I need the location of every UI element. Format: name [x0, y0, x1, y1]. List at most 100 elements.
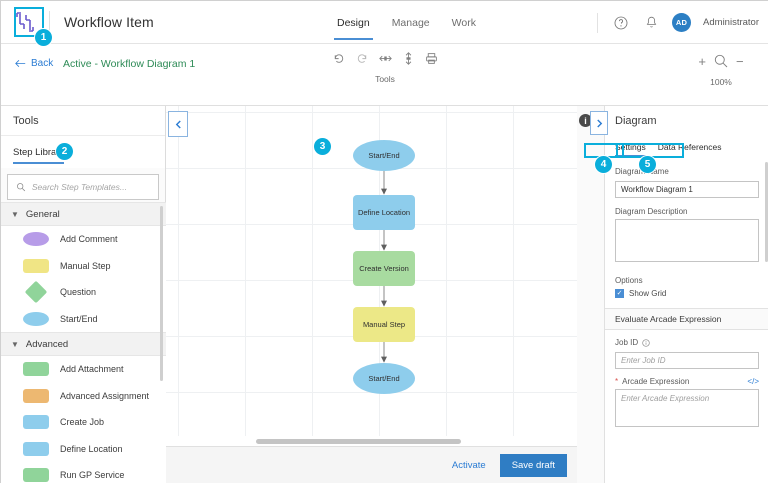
node-define-location[interactable]: Define Location [353, 195, 415, 230]
callout-3: 3 [314, 138, 331, 155]
shape-rect-blue [23, 415, 49, 430]
tab-settings[interactable]: Settings [615, 142, 646, 157]
job-id-input[interactable] [615, 352, 759, 369]
sidebar-title: Tools [1, 106, 165, 136]
step-label: Run GP Service [60, 470, 125, 481]
main-nav-tabs: Design Manage Work [334, 1, 476, 44]
tool-icon-row [333, 52, 438, 65]
app-logo[interactable] [1, 1, 49, 44]
user-name-label: Administrator [703, 17, 759, 28]
activate-button[interactable]: Activate [451, 460, 486, 471]
arcade-expression-input[interactable] [615, 389, 759, 427]
job-id-label: Job ID [615, 338, 639, 347]
group-general[interactable]: ▼ General [1, 202, 166, 226]
page-title: Workflow Item [64, 14, 154, 30]
step-item-add-comment[interactable]: Add Comment [1, 226, 166, 253]
step-label: Start/End [60, 313, 98, 324]
chevron-down-icon: ▼ [11, 339, 19, 349]
step-item-start-end[interactable]: Start/End [1, 305, 166, 332]
diagram-description-label: Diagram Description [615, 207, 688, 216]
avatar[interactable]: AD [672, 13, 692, 32]
shape-rect-blue [23, 441, 49, 456]
step-item-add-attachment[interactable]: Add Attachment [1, 356, 166, 383]
workflow-flowchart[interactable] [166, 106, 577, 436]
undo-icon[interactable] [333, 52, 345, 65]
diagram-canvas[interactable]: Start/End Define Location Create Version… [166, 106, 577, 483]
required-asterisk: * [615, 377, 619, 386]
expand-right-panel-button[interactable] [590, 111, 608, 135]
chevron-left-icon [175, 120, 181, 128]
tab-manage[interactable]: Manage [391, 16, 430, 29]
step-library-list[interactable]: ▼ General Add Comment Manual Step Questi… [1, 202, 166, 483]
zoom-out-button[interactable]: − [736, 53, 744, 69]
zoom-row: + − [685, 53, 757, 69]
show-grid-row[interactable]: ✓ Show Grid [615, 289, 768, 298]
redo-icon[interactable] [356, 52, 368, 65]
search-step-templates[interactable] [7, 174, 159, 200]
info-icon[interactable]: i [579, 114, 592, 127]
print-icon[interactable] [425, 52, 438, 65]
magnifier-icon[interactable] [713, 53, 729, 69]
step-label: Define Location [60, 443, 123, 454]
right-panel-scrollbar[interactable] [765, 162, 768, 262]
step-item-define-location[interactable]: Define Location [1, 435, 166, 462]
code-icon[interactable]: </> [747, 377, 759, 386]
align-horizontal-icon[interactable] [378, 52, 392, 65]
arcade-expression-label: Arcade Expression [622, 377, 690, 386]
search-icon [17, 183, 26, 192]
zoom-controls: + − 100% [685, 53, 757, 88]
callout-1: 1 [35, 29, 52, 46]
group-advanced[interactable]: ▼ Advanced [1, 332, 166, 356]
step-label: Question [60, 287, 97, 298]
callout-2: 2 [56, 143, 73, 160]
tab-data-references[interactable]: Data References [657, 142, 722, 152]
canvas-hscroll-thumb[interactable] [256, 439, 461, 444]
collapse-left-panel-button[interactable] [168, 111, 188, 137]
node-create-version[interactable]: Create Version [353, 251, 415, 286]
sidebar-tabs: Step Library [1, 136, 165, 168]
search-input[interactable] [31, 182, 150, 192]
document-toolbar: Back Active - Workflow Diagram 1 [1, 44, 768, 106]
step-item-manual-step[interactable]: Manual Step [1, 252, 166, 279]
header-actions: AD Administrator [597, 1, 759, 44]
app-header: Workflow Item Design Manage Work AD Admi… [1, 1, 768, 44]
step-label: Advanced Assignment [60, 390, 150, 401]
node-start-end-bottom[interactable]: Start/End [353, 363, 415, 394]
step-label: Create Job [60, 417, 105, 428]
save-draft-button[interactable]: Save draft [499, 454, 567, 477]
diagram-description-input[interactable] [615, 219, 759, 262]
job-id-label-row: Job ID [615, 338, 768, 347]
show-grid-label: Show Grid [629, 289, 667, 298]
arcade-expression-label-row: * Arcade Expression </> [615, 377, 768, 386]
zoom-level-label: 100% [710, 77, 732, 87]
tab-step-library[interactable]: Step Library [13, 136, 65, 168]
back-button[interactable]: Back [15, 58, 53, 69]
group-advanced-label: Advanced [25, 338, 69, 350]
node-start-end-top[interactable]: Start/End [353, 140, 415, 171]
document-title: Active - Workflow Diagram 1 [63, 58, 196, 70]
show-grid-checkbox[interactable]: ✓ [615, 289, 624, 298]
shape-rect-yellow [23, 258, 49, 273]
shape-ellipse-purple [23, 232, 49, 247]
node-manual-step[interactable]: Manual Step [353, 307, 415, 342]
callout-4: 4 [595, 156, 612, 173]
diagram-properties-panel: Diagram Settings Data References Diagram… [605, 106, 768, 483]
chevron-down-icon: ▼ [11, 209, 19, 219]
step-label: Manual Step [60, 260, 111, 271]
step-item-question[interactable]: Question [1, 279, 166, 306]
info-circle-icon[interactable] [642, 338, 650, 347]
help-circle-icon[interactable] [612, 14, 630, 32]
tab-design[interactable]: Design [334, 1, 373, 44]
step-item-run-gp-service[interactable]: Run GP Service [1, 462, 166, 483]
align-vertical-icon[interactable] [403, 52, 414, 65]
zoom-in-button[interactable]: + [698, 53, 706, 69]
sidebar-scrollbar[interactable] [160, 206, 163, 381]
bell-icon[interactable] [642, 14, 660, 32]
canvas-footer: Activate Save draft [166, 446, 577, 483]
tools-label: Tools [375, 74, 395, 84]
tab-work[interactable]: Work [451, 16, 476, 29]
step-item-advanced-assignment[interactable]: Advanced Assignment [1, 382, 166, 409]
step-item-create-job[interactable]: Create Job [1, 409, 166, 436]
diagram-name-input[interactable] [615, 181, 759, 198]
